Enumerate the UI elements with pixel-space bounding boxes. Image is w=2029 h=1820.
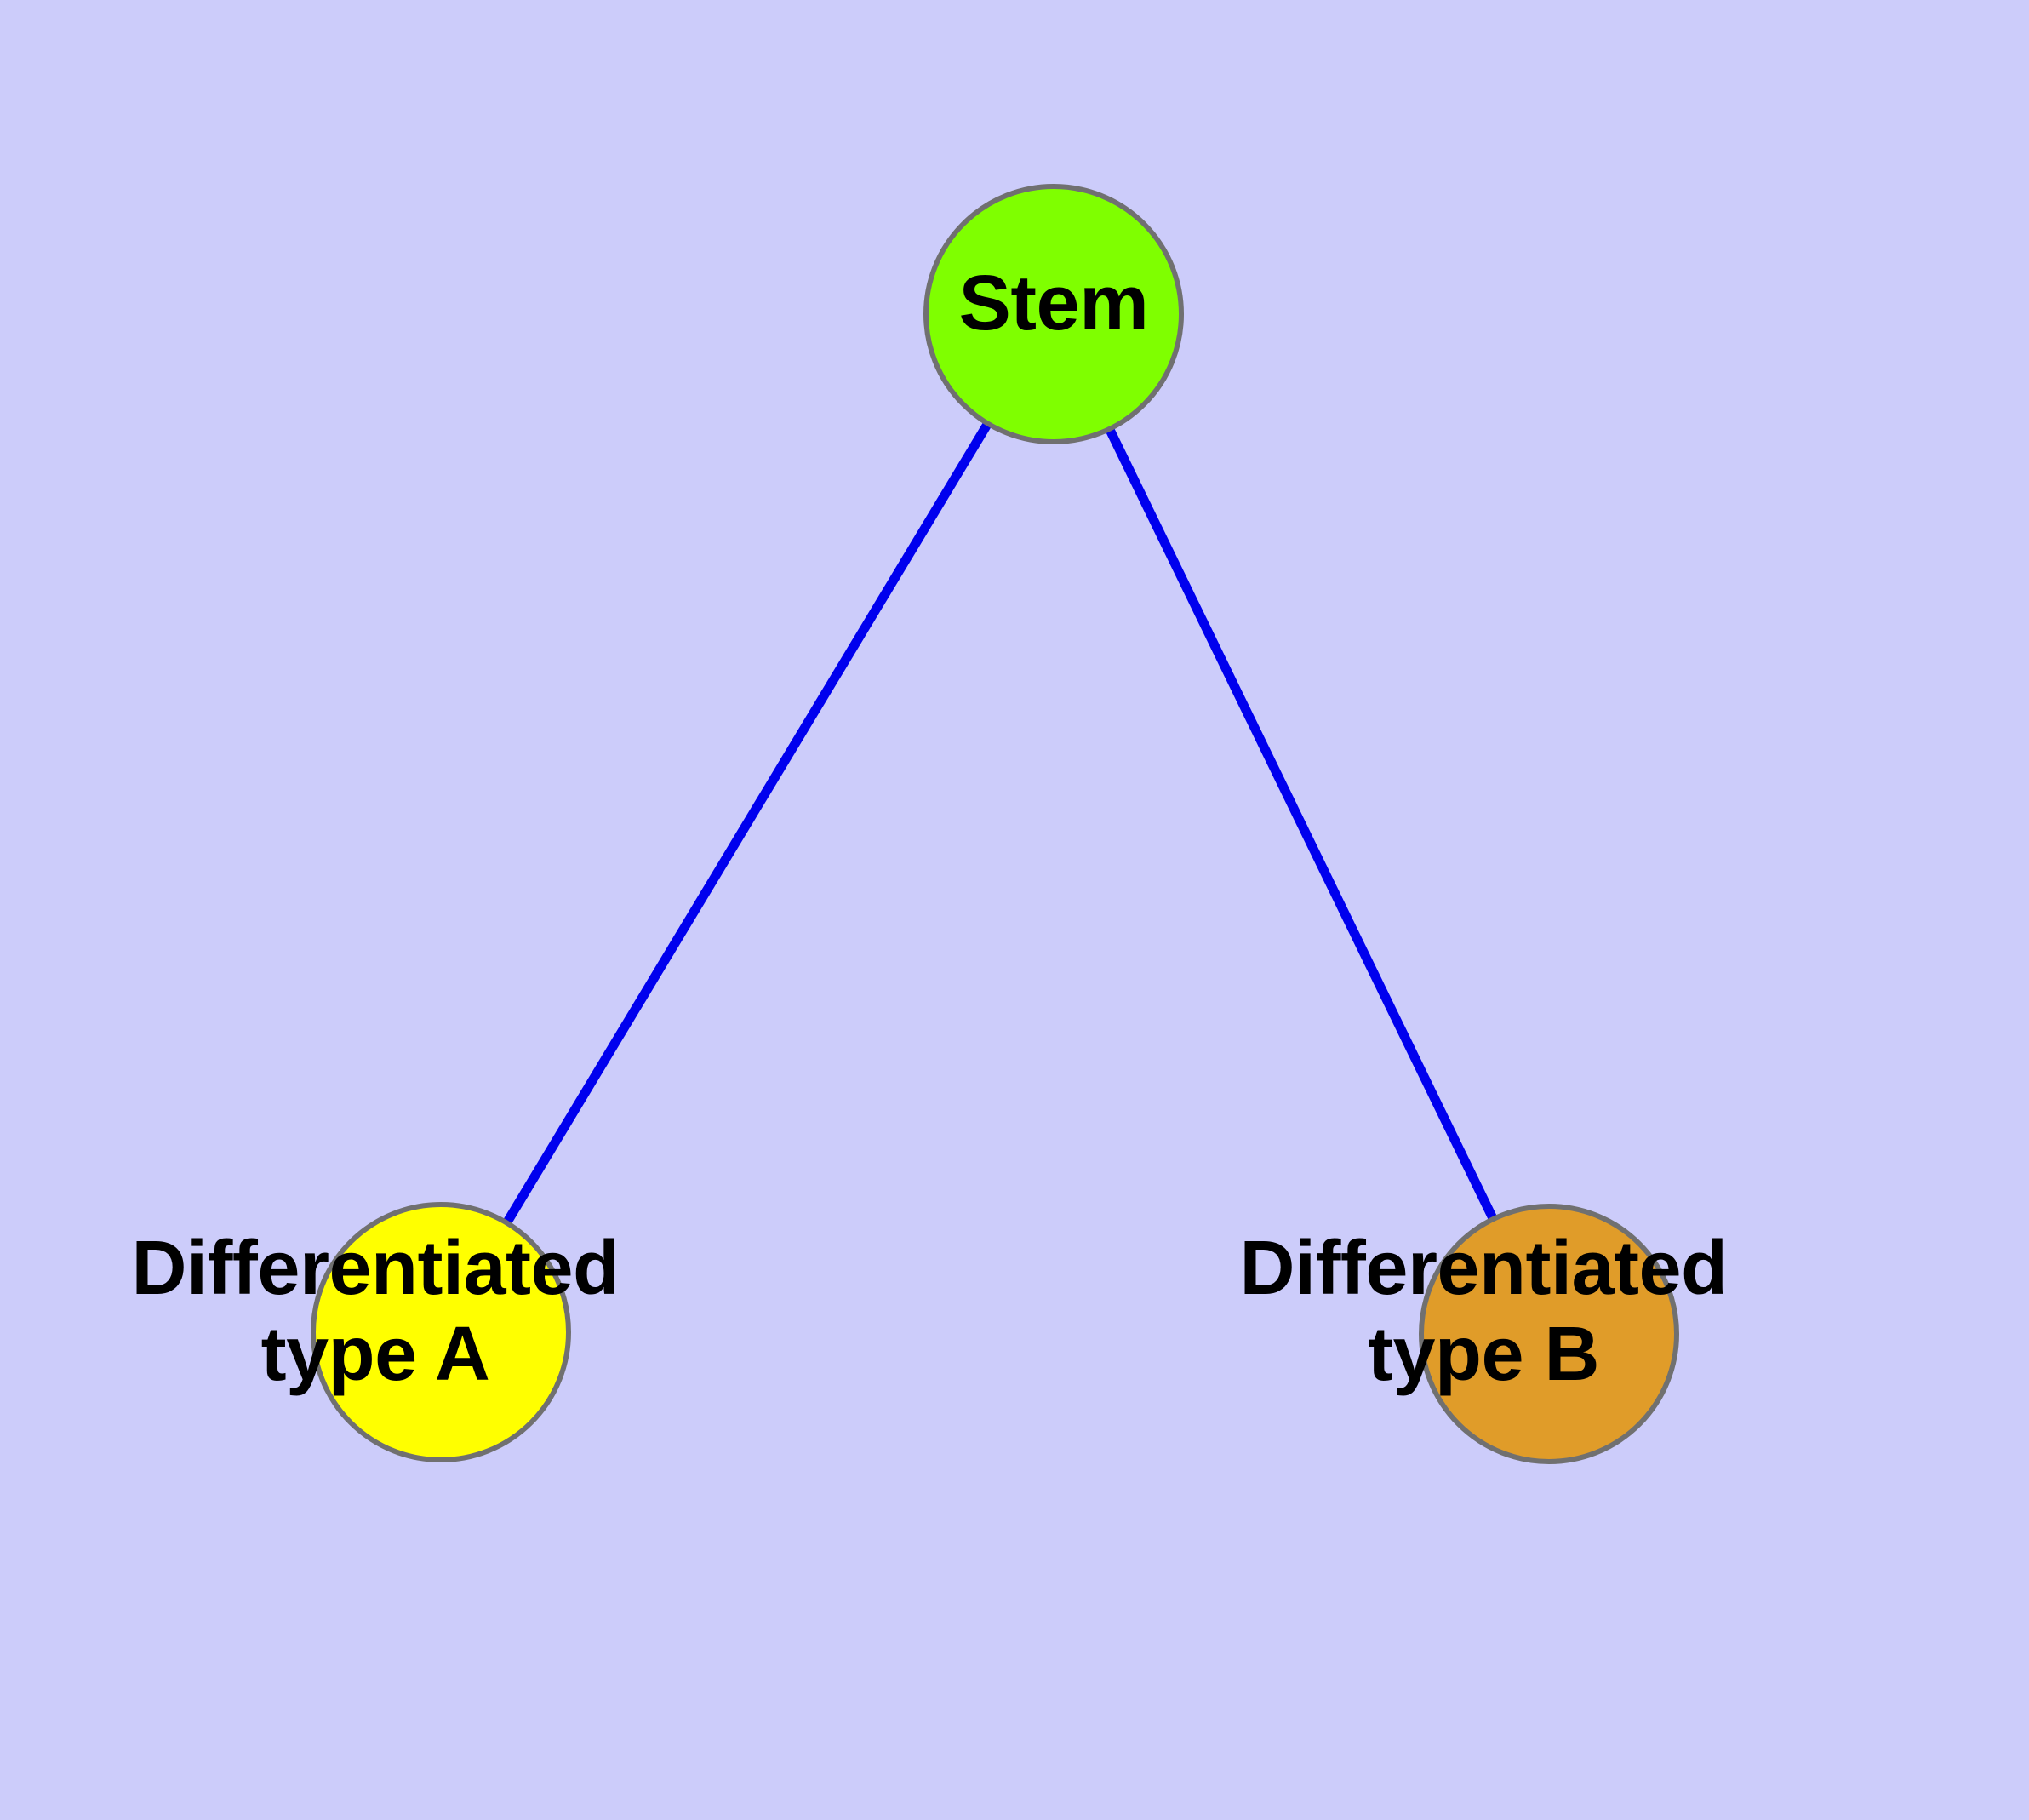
node-layer (311, 184, 1679, 1464)
node-label-stem: Stem (958, 260, 1149, 346)
node-differentiated-type-b[interactable] (1419, 1204, 1679, 1464)
node-label-differentiated-type-b: Differentiated type B (1239, 1226, 1728, 1397)
node-stem[interactable] (923, 184, 1184, 444)
edge-layer (437, 312, 1553, 1336)
edge-stem-to-type-a[interactable] (437, 312, 1058, 1335)
node-differentiated-type-a[interactable] (311, 1202, 571, 1462)
node-label-differentiated-type-a: Differentiated type A (131, 1226, 620, 1397)
edge-stem-to-type-b[interactable] (1049, 312, 1553, 1336)
